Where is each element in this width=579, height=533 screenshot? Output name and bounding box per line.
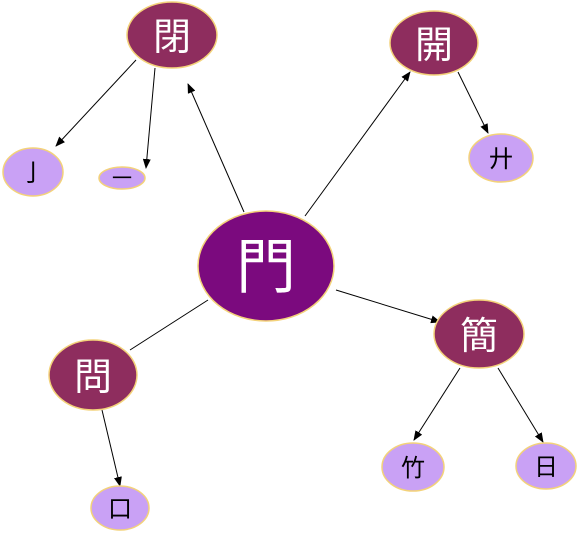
node-take-label: 竹 bbox=[401, 454, 425, 482]
node-bi-shape bbox=[126, 1, 218, 69]
edge-bi-to-ichi bbox=[142, 67, 156, 169]
node-ichi-shape bbox=[98, 166, 146, 190]
edge-root-to-kai bbox=[304, 71, 411, 217]
node-hook-label: 亅 bbox=[21, 159, 45, 187]
edge-kan-to-take bbox=[413, 367, 461, 441]
node-kan-shape bbox=[433, 299, 525, 369]
node-root: 門 bbox=[197, 210, 335, 322]
node-mon-label: 問 bbox=[74, 355, 112, 399]
edge-mon-to-kuchi bbox=[101, 409, 122, 487]
node-hi-shape bbox=[515, 442, 577, 490]
node-bi: 閉 bbox=[126, 1, 218, 69]
node-bi-label: 閉 bbox=[153, 15, 191, 59]
node-take-shape bbox=[381, 442, 445, 492]
node-kyo-label: 廾 bbox=[489, 145, 513, 173]
edge-kai-to-kyo bbox=[457, 71, 489, 134]
edge-root-to-mon bbox=[129, 299, 209, 351]
edge-kan-to-hi bbox=[497, 367, 544, 443]
node-kuchi-shape bbox=[90, 485, 150, 531]
node-kan-label: 簡 bbox=[460, 314, 498, 358]
node-kai-shape bbox=[389, 10, 479, 76]
node-root-shape bbox=[197, 210, 335, 322]
node-ichi-label: 一 bbox=[112, 166, 132, 190]
node-hook: 亅 bbox=[2, 147, 64, 197]
node-root-label: 門 bbox=[236, 233, 296, 303]
node-kyo-shape bbox=[468, 133, 534, 183]
node-kai-label: 開 bbox=[415, 23, 453, 67]
node-kuchi: 口 bbox=[90, 485, 150, 531]
node-kyo: 廾 bbox=[468, 133, 534, 183]
node-take: 竹 bbox=[381, 442, 445, 492]
node-hi: 日 bbox=[515, 442, 577, 490]
node-mon: 問 bbox=[48, 339, 138, 411]
edge-root-to-bi bbox=[187, 83, 245, 213]
node-kai: 開 bbox=[389, 10, 479, 76]
edges bbox=[55, 59, 544, 487]
edge-bi-to-hook bbox=[55, 59, 137, 147]
node-kan: 簡 bbox=[433, 299, 525, 369]
node-mon-shape bbox=[48, 339, 138, 411]
node-hook-shape bbox=[2, 147, 64, 197]
node-hi-label: 日 bbox=[534, 453, 558, 481]
node-ichi: 一 bbox=[98, 166, 146, 190]
edge-root-to-kan bbox=[335, 289, 441, 324]
node-kuchi-label: 口 bbox=[108, 495, 132, 523]
